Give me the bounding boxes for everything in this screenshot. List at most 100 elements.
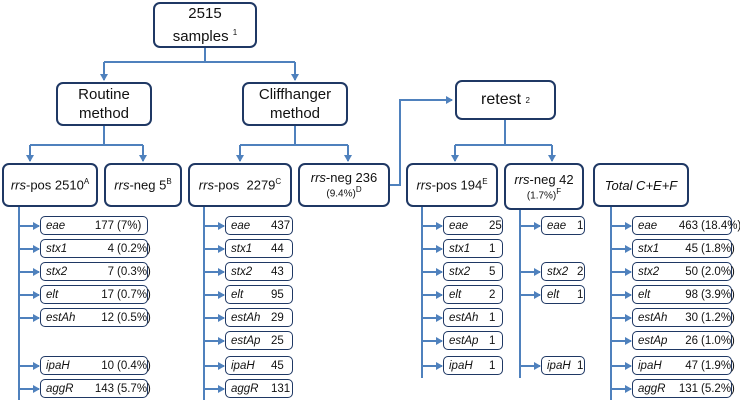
gene-name: ipaH [449, 359, 473, 372]
gene-percent: (0.3%) [117, 265, 151, 278]
routine-line2: method [78, 105, 130, 122]
gene-name: rrs [10, 177, 26, 193]
gene-box-stx1: stx1 44 [225, 239, 293, 258]
rrs-pos-cliff-node: rrs-pos 2279C [188, 163, 292, 207]
gene-count: 45 [271, 359, 284, 372]
gene-box-stx2: stx2 2 [541, 262, 585, 281]
gene-count: 2 [577, 265, 584, 278]
gene-count: 30 [685, 311, 698, 324]
gene-name: ipaH [638, 359, 662, 372]
gene-percent: (3.9%) [701, 288, 735, 301]
retest-label: retest [481, 91, 522, 108]
gene-name: ipaH [46, 359, 70, 372]
gene-box-estAp: estAp 25 [225, 331, 293, 350]
gene-count: 7 [107, 265, 114, 278]
routine-method-node: Routine method [56, 82, 152, 126]
gene-count: 47 [685, 359, 698, 372]
gene-name: estAp [449, 334, 479, 347]
gene-count: 143 [94, 382, 114, 395]
gene-box-estAp: estAp 26(1.0%) [632, 331, 735, 350]
gene-name: stx2 [449, 265, 471, 278]
routine-line1: Routine [78, 86, 130, 103]
samples-node: 2515 samples 1 [153, 2, 257, 48]
gene-name: stx1 [231, 242, 253, 255]
footnote-mark: A [83, 177, 90, 187]
gene-count: 1 [489, 242, 496, 255]
gene-name: elt [231, 288, 244, 301]
gene-percent: (0.5%) [117, 311, 151, 324]
gene-count: 98 [685, 288, 698, 301]
gene-box-eae: eae 25 [443, 216, 503, 235]
gene-name: elt [547, 288, 560, 301]
gene-count: 50 [685, 265, 698, 278]
total-node: Total C+E+F [593, 163, 689, 207]
rrs-neg-cliff-node: rrs-neg 236 (9.4%)D [298, 163, 390, 207]
arrow [390, 96, 453, 186]
gene-name: elt [449, 288, 462, 301]
gene-count: 26 [685, 334, 698, 347]
rrs-neg-routine-node: rrs-neg 5B [104, 163, 182, 207]
gene-percent: (18.4%) [701, 219, 740, 232]
gene-box-eae: eae 1 [541, 216, 585, 235]
total-label: Total C+E+F [604, 177, 678, 193]
gene-name: stx1 [449, 242, 471, 255]
node-text: -pos 2279 [213, 177, 276, 193]
gene-count: 1 [489, 334, 496, 347]
gene-box-stx2: stx2 43 [225, 262, 293, 281]
gene-count: 25 [271, 334, 284, 347]
gene-count: 95 [271, 288, 284, 301]
samples-label: samples [172, 28, 229, 45]
gene-name: estAp [638, 334, 668, 347]
cliff-line2: method [269, 105, 321, 122]
gene-percent: (1.0%) [701, 334, 735, 347]
gene-count: 43 [271, 265, 284, 278]
gene-count: 2 [489, 288, 496, 301]
gene-percent: (5.2%) [701, 382, 735, 395]
gene-count: 10 [101, 359, 114, 372]
gene-percent: (1.8%) [701, 242, 735, 255]
gene-name: aggR [638, 382, 666, 395]
rrs-pos-routine-node: rrs-pos 2510A [2, 163, 98, 207]
node-text: -neg 42 [529, 171, 574, 187]
gene-name: rrs [198, 177, 214, 193]
footnote-mark: E [482, 177, 488, 187]
gene-name: ipaH [231, 359, 255, 372]
gene-count: 12 [101, 311, 114, 324]
retest-node: retest 2 [455, 80, 556, 120]
gene-name: aggR [231, 382, 259, 395]
gene-count: 1 [577, 219, 584, 232]
gene-name: estAh [449, 311, 479, 324]
gene-count: 45 [685, 242, 698, 255]
gene-name: stx1 [46, 242, 68, 255]
rrs-pos-retest-node: rrs-pos 194E [406, 163, 498, 207]
node-text: -pos 194 [431, 177, 483, 193]
gene-name: stx2 [547, 265, 569, 278]
gene-name: aggR [46, 382, 74, 395]
footnote-mark: F [556, 186, 562, 196]
node-percent: (9.4%) [326, 188, 356, 200]
gene-name: stx2 [231, 265, 253, 278]
node-text: -neg 5 [129, 177, 167, 193]
retest-footnote: 2 [525, 95, 530, 105]
gene-name: eae [449, 219, 469, 232]
gene-count: 44 [271, 242, 284, 255]
gene-name: stx1 [638, 242, 660, 255]
gene-percent: (7%) [117, 219, 142, 232]
gene-count: 25 [489, 219, 502, 232]
gene-name: stx2 [46, 265, 68, 278]
gene-name: estAp [231, 334, 261, 347]
gene-name: eae [547, 219, 567, 232]
gene-count: 4 [107, 242, 114, 255]
